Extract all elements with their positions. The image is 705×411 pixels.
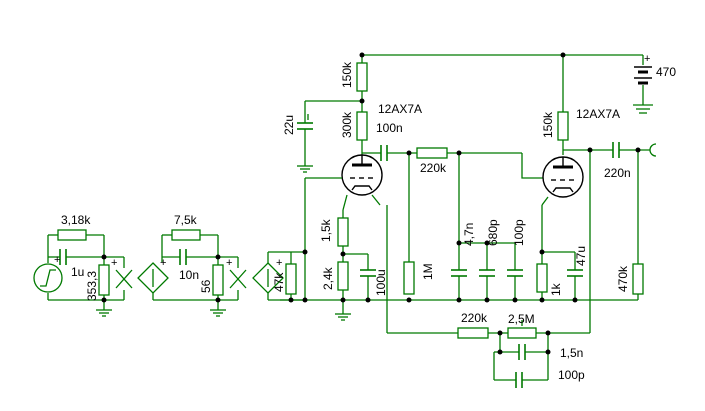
label-47u: 47u: [574, 246, 588, 266]
resistor-2-4k[interactable]: 2,4k: [321, 261, 349, 291]
label-150k-a: 150k: [340, 61, 354, 88]
resistor-150k-b[interactable]: 150k: [541, 111, 569, 141]
label-47k: 47k: [272, 272, 286, 292]
tube-1-label: 12AX7A: [378, 102, 422, 116]
resistor-1-5k[interactable]: 1,5k: [319, 217, 349, 247]
label-100u: 100u: [374, 269, 388, 296]
resistor-220k-a[interactable]: 220k: [416, 147, 448, 175]
label-2-4k: 2,4k: [321, 266, 335, 290]
probe-2-plus-sign: +: [226, 257, 232, 269]
label-220n: 220n: [604, 166, 631, 180]
probe-x-1[interactable]: +: [111, 257, 133, 289]
resistor-1k[interactable]: 1k: [536, 263, 563, 296]
label-1-5n: 1,5n: [560, 346, 583, 360]
capacitor-1-5n[interactable]: 1,5n: [518, 344, 583, 360]
label-3-18k: 3,18k: [61, 213, 91, 227]
capacitor-680p[interactable]: 680p: [479, 219, 500, 300]
output-terminal[interactable]: [649, 143, 657, 157]
capacitor-100n[interactable]: [362, 145, 417, 161]
potentiometer-2-5m[interactable]: 2,5M: [507, 312, 537, 339]
label-10n: 10n: [179, 268, 199, 282]
probe-x-2[interactable]: +: [226, 257, 247, 289]
capacitor-22u[interactable]: 22u: [282, 101, 313, 166]
tube-2-12ax7a[interactable]: [541, 156, 584, 206]
label-470k: 470k: [616, 265, 630, 292]
label-100p-a: 100p: [512, 219, 526, 246]
capacitor-1u[interactable]: 1u: [59, 249, 84, 279]
label-56: 56: [199, 279, 213, 293]
resistor-300k[interactable]: 300k: [340, 111, 368, 141]
resistor-3-18k[interactable]: 3,18k: [57, 213, 91, 241]
battery-plus-sign: +: [644, 53, 650, 65]
label-353-3: 353,3: [85, 271, 99, 301]
capacitor-4-7n[interactable]: 4,7n: [451, 223, 476, 300]
capacitor-10n[interactable]: 10n: [179, 249, 199, 282]
capacitor-100u[interactable]: 100u: [360, 254, 388, 300]
capacitor-100p-a[interactable]: 100p: [507, 219, 526, 300]
label-7-5k: 7,5k: [174, 213, 198, 227]
label-1u: 1u: [71, 265, 84, 279]
label-680p: 680p: [486, 219, 500, 246]
resistor-1m[interactable]: 1M: [403, 261, 435, 295]
label-100n: 100n: [376, 121, 403, 135]
source-plus-sign: +: [54, 254, 60, 266]
resistor-47k[interactable]: 47k: [272, 263, 297, 295]
ground-symbol: [335, 313, 351, 321]
resistor-150k-a[interactable]: 150k: [340, 61, 368, 92]
controlled-source-1[interactable]: +: [137, 257, 169, 294]
supply-label: 470: [656, 65, 676, 79]
input-network-2: [152, 234, 239, 310]
ground-symbol: [96, 309, 112, 317]
resistor-220k-b[interactable]: 220k: [457, 311, 489, 339]
csource-2-plus-sign: +: [276, 257, 282, 269]
junction-dots: [101, 52, 641, 355]
label-22u: 22u: [282, 115, 296, 135]
label-220k-b: 220k: [461, 311, 488, 325]
capacitor-100p-b[interactable]: 100p: [515, 368, 585, 388]
label-300k: 300k: [340, 111, 354, 138]
label-100p-b: 100p: [558, 368, 585, 382]
resistor-56[interactable]: 56: [199, 264, 224, 296]
label-4-7n: 4,7n: [462, 223, 476, 246]
resistor-7-5k[interactable]: 7,5k: [171, 213, 201, 241]
resistor-470k[interactable]: 470k: [616, 263, 644, 295]
probe-1-plus-sign: +: [111, 257, 117, 269]
label-150k-b: 150k: [541, 111, 555, 138]
label-1-5k: 1,5k: [319, 218, 333, 242]
ground-symbol: [210, 309, 226, 317]
capacitor-47u[interactable]: 47u: [567, 246, 588, 300]
label-2-5m: 2,5M: [508, 312, 535, 326]
supply-battery[interactable]: + 470: [633, 53, 676, 114]
label-1m: 1M: [421, 263, 435, 280]
tube-1-12ax7a[interactable]: [341, 154, 383, 211]
tube-2-label: 12AX7A: [576, 107, 620, 121]
resistor-353-3[interactable]: 353,3: [85, 264, 110, 301]
input-network-1: [47, 234, 125, 310]
label-1k: 1k: [549, 282, 563, 296]
label-220k-a: 220k: [420, 161, 447, 175]
ground-symbol: [297, 165, 313, 173]
csource-1-plus-sign: +: [160, 257, 166, 269]
ground-symbol: [633, 104, 653, 114]
signal-source-step[interactable]: +: [33, 254, 63, 293]
